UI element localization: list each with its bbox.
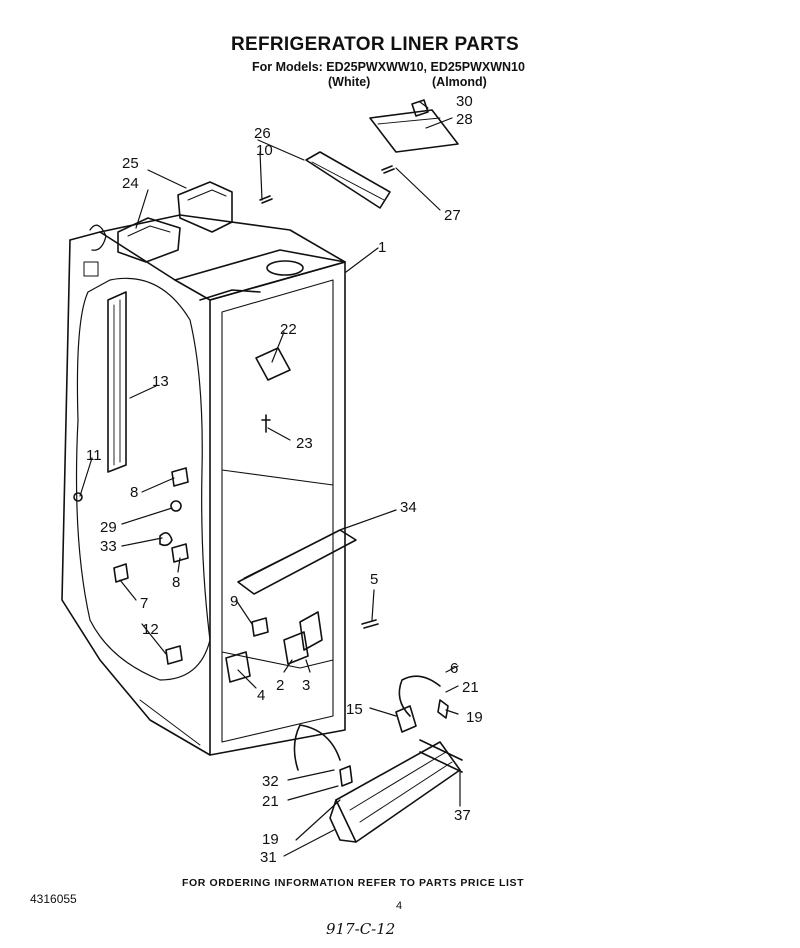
callout-21-upper: 21 bbox=[462, 679, 479, 696]
callout-5: 5 bbox=[370, 571, 378, 588]
callout-11: 11 bbox=[86, 447, 102, 464]
callout-3: 3 bbox=[302, 677, 310, 694]
callout-8-lower: 8 bbox=[172, 574, 180, 591]
document-number: 4316055 bbox=[30, 892, 77, 906]
callout-32: 32 bbox=[262, 773, 279, 790]
page-number: 4 bbox=[396, 900, 403, 912]
ordering-note: FOR ORDERING INFORMATION REFER TO PARTS … bbox=[182, 877, 525, 889]
callout-12: 12 bbox=[142, 621, 159, 638]
part-28-bracket bbox=[369, 109, 459, 153]
liner-body bbox=[61, 214, 346, 756]
callout-19-upper: 19 bbox=[466, 709, 483, 726]
callout-31: 31 bbox=[260, 849, 277, 866]
screws bbox=[73, 165, 395, 629]
variant-almond-label: (Almond) bbox=[432, 75, 487, 89]
page-title: REFRIGERATOR LINER PARTS bbox=[231, 34, 519, 55]
part-34-shelf bbox=[237, 527, 357, 595]
tubes bbox=[293, 675, 463, 787]
callout-1: 1 bbox=[378, 239, 386, 256]
callout-34: 34 bbox=[400, 499, 417, 516]
parts-2-3-4 bbox=[225, 611, 323, 683]
callout-29: 29 bbox=[100, 519, 117, 536]
callout-labels: 1 2 3 4 5 6 7 8 8 9 10 11 12 13 15 19 19… bbox=[86, 93, 483, 866]
callout-21-lower: 21 bbox=[262, 793, 279, 810]
callout-22: 22 bbox=[280, 321, 297, 338]
part-26-bracket bbox=[305, 151, 391, 209]
callout-23: 23 bbox=[296, 435, 313, 452]
callout-13: 13 bbox=[152, 373, 169, 390]
callout-28: 28 bbox=[456, 111, 473, 128]
callout-7: 7 bbox=[140, 595, 148, 612]
variant-white-label: (White) bbox=[328, 75, 371, 89]
callout-10: 10 bbox=[256, 142, 273, 159]
callout-2: 2 bbox=[276, 677, 284, 694]
model-numbers: For Models: ED25PWXWW10, ED25PWXWN10 bbox=[252, 60, 525, 74]
callout-8-upper: 8 bbox=[130, 484, 138, 501]
small-parts bbox=[113, 467, 269, 665]
callout-27: 27 bbox=[444, 207, 461, 224]
part-31-drain-pan bbox=[329, 741, 461, 843]
handwritten-note: 917-C-12 bbox=[326, 920, 396, 938]
part-24-25-housing bbox=[89, 181, 233, 263]
callout-33: 33 bbox=[100, 538, 117, 555]
part-22-bracket bbox=[255, 347, 291, 381]
callout-24: 24 bbox=[122, 175, 139, 192]
part-13-rail bbox=[107, 291, 127, 473]
callout-37: 37 bbox=[454, 807, 471, 824]
part-30-clip bbox=[411, 99, 429, 117]
leader-lines bbox=[79, 101, 461, 857]
callout-26: 26 bbox=[254, 125, 271, 142]
callout-30: 30 bbox=[456, 93, 473, 110]
callout-25: 25 bbox=[122, 155, 139, 172]
callout-6: 6 bbox=[450, 660, 458, 677]
callout-4: 4 bbox=[257, 687, 265, 704]
callout-19-lower: 19 bbox=[262, 831, 279, 848]
callout-9: 9 bbox=[230, 593, 238, 610]
callout-15: 15 bbox=[346, 701, 363, 718]
